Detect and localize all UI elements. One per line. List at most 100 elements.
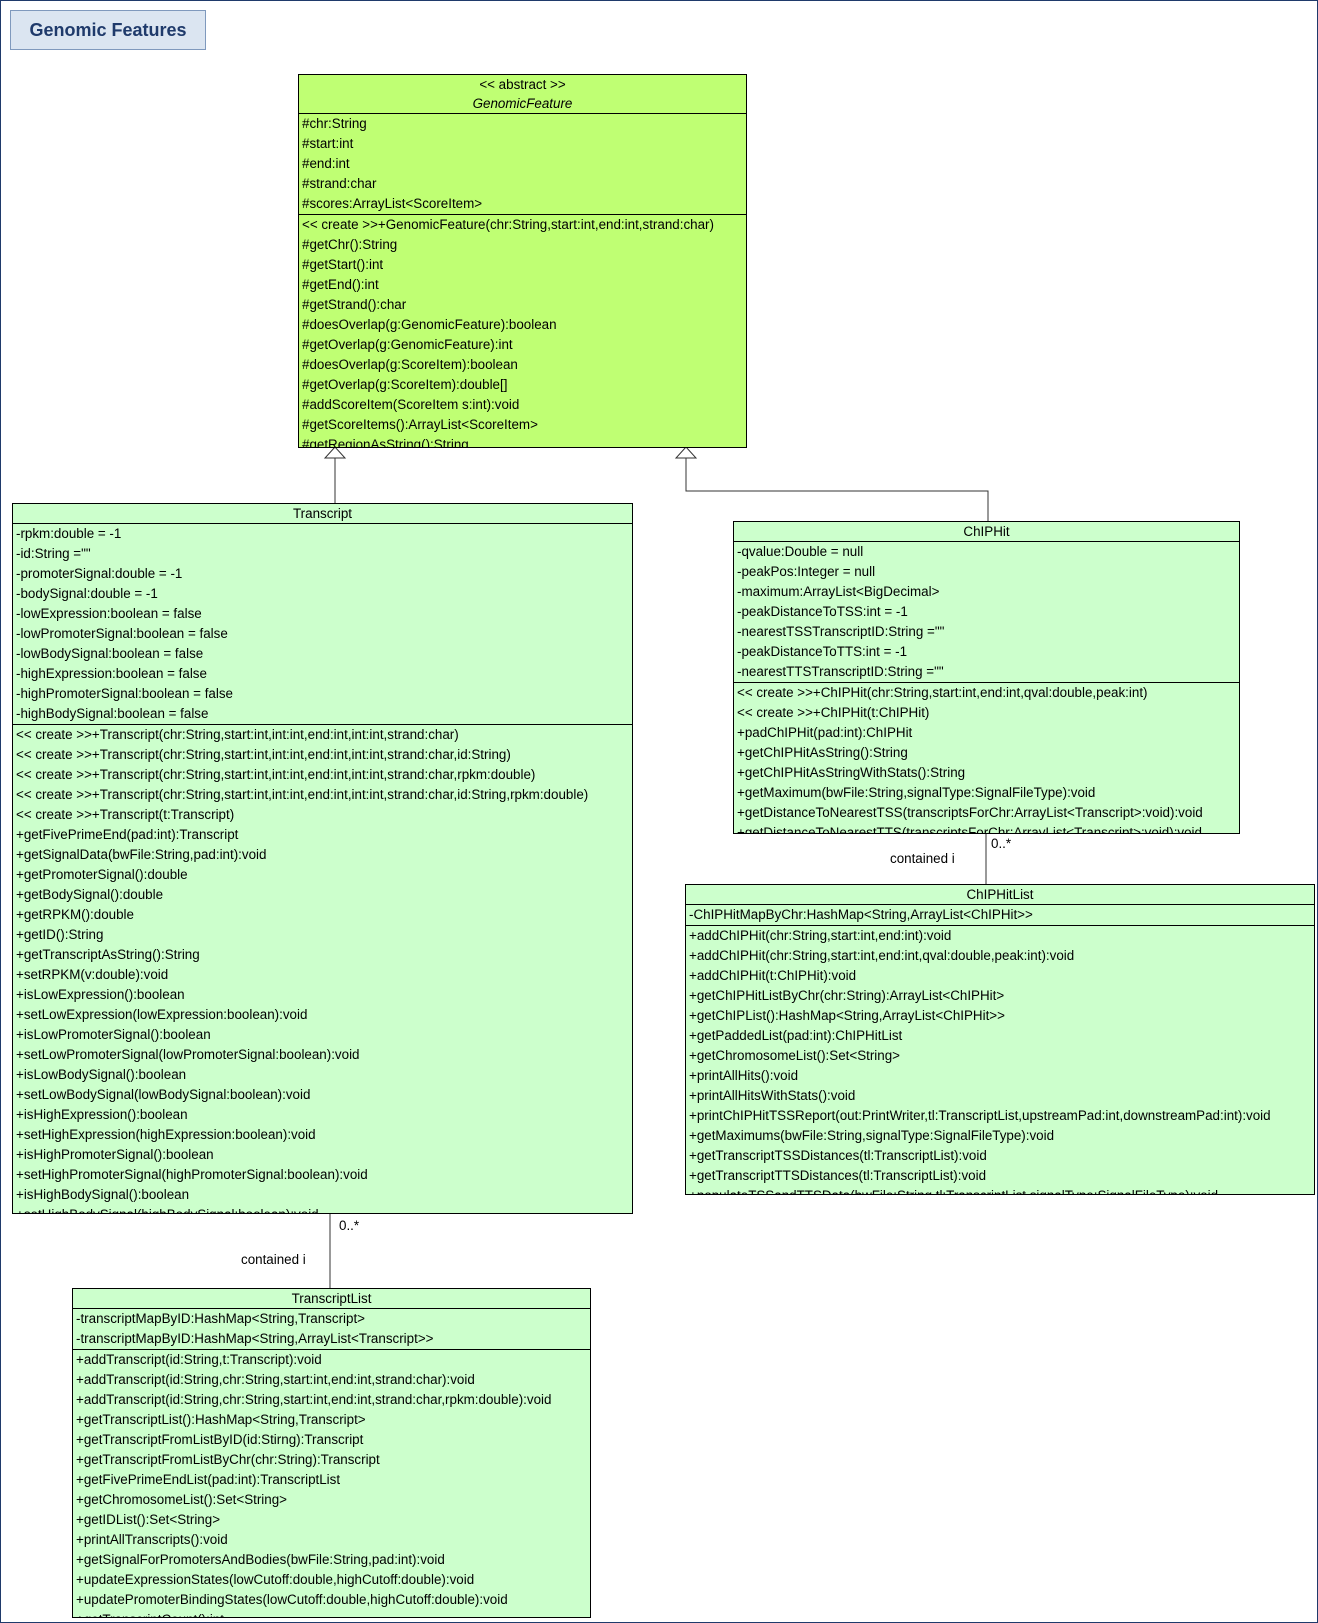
class-name: TranscriptList xyxy=(291,1291,372,1306)
transcript-multiplicity-label: 0..* xyxy=(339,1218,360,1233)
operation-row: +isLowPromoterSignal():boolean xyxy=(16,1027,211,1042)
class-chiphit-list[interactable]: ChIPHitList -ChIPHitMapByChr:HashMap<Str… xyxy=(685,884,1315,1195)
attribute-row: -ChIPHitMapByChr:HashMap<String,ArrayLis… xyxy=(689,907,1033,922)
operation-row: +addTranscript(id:String,chr:String,star… xyxy=(76,1392,552,1407)
attribute-row: -highPromoterSignal:boolean = false xyxy=(16,686,233,701)
operation-row: << create >>+Transcript(t:Transcript) xyxy=(16,807,235,822)
attribute-row: -transcriptMapByID:HashMap<String,Transc… xyxy=(76,1311,365,1326)
operation-row: +getRPKM():double xyxy=(16,907,134,922)
attribute-row: #end:int xyxy=(302,156,350,171)
operation-row: +getDistanceToNearestTSS(transcriptsForC… xyxy=(737,805,1203,820)
operation-row: +setLowExpression(lowExpression:boolean)… xyxy=(16,1007,308,1022)
operation-compartment: << create >>+GenomicFeature(chr:String,s… xyxy=(299,214,746,448)
operation-row: #getRegionAsString():String xyxy=(302,437,469,448)
operation-row: << create >>+ChIPHit(t:ChIPHit) xyxy=(737,705,930,720)
operation-row: +getTranscriptTSSDistances(tl:Transcript… xyxy=(689,1148,987,1163)
operation-row: +addChIPHit(chr:String,start:int,end:int… xyxy=(689,948,1075,963)
operation-row: +setRPKM(v:double):void xyxy=(16,967,169,982)
operation-row: #getStrand():char xyxy=(302,297,407,312)
operation-row: +getFivePrimeEnd(pad:int):Transcript xyxy=(16,827,239,842)
operation-row: << create >>+Transcript(chr:String,start… xyxy=(16,767,536,782)
attribute-row: #strand:char xyxy=(302,176,377,191)
operation-row: +printChIPHitTSSReport(out:PrintWriter,t… xyxy=(689,1108,1271,1123)
operation-compartment: << create >>+Transcript(chr:String,start… xyxy=(13,724,632,1213)
operation-row: << create >>+ChIPHit(chr:String,start:in… xyxy=(737,685,1148,700)
operation-row: +getTranscriptFromListByChr(chr:String):… xyxy=(76,1452,380,1467)
attribute-row: -id:String ="" xyxy=(16,546,91,561)
operation-row: #getEnd():int xyxy=(302,277,379,292)
attribute-row: #chr:String xyxy=(302,116,367,131)
attribute-compartment: -ChIPHitMapByChr:HashMap<String,ArrayLis… xyxy=(686,904,1314,925)
operation-row: +isHighExpression():boolean xyxy=(16,1107,188,1122)
operation-row: +printAllHits():void xyxy=(689,1068,799,1083)
attribute-row: -lowExpression:boolean = false xyxy=(16,606,202,621)
operation-row: << create >>+Transcript(chr:String,start… xyxy=(16,747,511,762)
operation-row: +addChIPHit(t:ChIPHit):void xyxy=(689,968,857,983)
operation-row: << create >>+Transcript(chr:String,start… xyxy=(16,727,459,742)
operation-row: +populateTSSandTTSData(bwFile:String,tl:… xyxy=(689,1186,1314,1194)
operation-row: #getScoreItems():ArrayList<ScoreItem> xyxy=(302,417,538,432)
attribute-row: #scores:ArrayList<ScoreItem> xyxy=(302,196,483,211)
attribute-row: -peakPos:Integer = null xyxy=(737,564,876,579)
operation-row: +getChromosomeList():Set<String> xyxy=(76,1492,288,1507)
class-header: ChIPHitList xyxy=(686,885,1314,904)
attribute-row: -lowPromoterSignal:boolean = false xyxy=(16,626,228,641)
operation-row: +addTranscript(id:String,t:Transcript):v… xyxy=(76,1352,322,1367)
operation-row: #getOverlap(g:GenomicFeature):int xyxy=(302,337,513,352)
operation-row: +isHighPromoterSignal():boolean xyxy=(16,1147,214,1162)
chiphit-multiplicity-label: 0..* xyxy=(991,836,1012,851)
class-chiphit[interactable]: ChIPHit -qvalue:Double = null-peakPos:In… xyxy=(733,521,1240,834)
attribute-compartment: -qvalue:Double = null-peakPos:Integer = … xyxy=(734,541,1239,682)
class-header: ChIPHit xyxy=(734,522,1239,541)
class-header: TranscriptList xyxy=(73,1289,590,1308)
transcript-role-label: contained i xyxy=(241,1252,306,1267)
operation-row: +getTranscriptList():HashMap<String,Tran… xyxy=(76,1412,366,1427)
operation-row: +getSignalData(bwFile:String,pad:int):vo… xyxy=(16,847,267,862)
class-genomic-feature[interactable]: << abstract >> GenomicFeature #chr:Strin… xyxy=(298,74,747,448)
class-stereotype: << abstract >> xyxy=(479,77,566,92)
operation-row: +getIDList():Set<String> xyxy=(76,1512,221,1527)
operation-compartment: +addChIPHit(chr:String,start:int,end:int… xyxy=(686,925,1314,1194)
operation-row: +getChromosomeList():Set<String> xyxy=(689,1048,901,1063)
class-name: GenomicFeature xyxy=(472,96,573,111)
class-transcript[interactable]: Transcript -rpkm:double = -1-id:String =… xyxy=(12,503,633,1214)
operation-row: #addScoreItem(ScoreItem s:int):void xyxy=(302,397,520,412)
operation-row: +getPromoterSignal():double xyxy=(16,867,188,882)
operation-row: << create >>+Transcript(chr:String,start… xyxy=(16,787,589,802)
diagram-title: Genomic Features xyxy=(10,10,206,50)
operation-row: +getPaddedList(pad:int):ChIPHitList xyxy=(689,1028,903,1043)
generalization-chiphit-arrowhead xyxy=(674,446,698,459)
operation-row: +getSignalForPromotersAndBodies(bwFile:S… xyxy=(76,1552,445,1567)
attribute-row: -peakDistanceToTSS:int = -1 xyxy=(737,604,908,619)
operation-row: #doesOverlap(g:ScoreItem):boolean xyxy=(302,357,518,372)
operation-row: +getTranscriptCount():int xyxy=(76,1610,590,1617)
class-name: ChIPHitList xyxy=(966,887,1034,902)
operation-row: +updatePromoterBindingStates(lowCutoff:d… xyxy=(76,1592,508,1607)
class-transcript-list[interactable]: TranscriptList -transcriptMapByID:HashMa… xyxy=(72,1288,591,1618)
operation-row: +getTranscriptFromListByID(id:Stirng):Tr… xyxy=(76,1432,364,1447)
operation-row: +isLowBodySignal():boolean xyxy=(16,1067,187,1082)
generalization-chiphit-line xyxy=(685,458,989,521)
class-header: << abstract >> GenomicFeature xyxy=(299,75,746,113)
operation-row: +getChIPHitAsString():String xyxy=(737,745,908,760)
attribute-compartment: -rpkm:double = -1-id:String =""-promoter… xyxy=(13,523,632,724)
operation-row: #getChr():String xyxy=(302,237,398,252)
operation-row: +printAllHitsWithStats():void xyxy=(689,1088,856,1103)
attribute-row: -transcriptMapByID:HashMap<String,ArrayL… xyxy=(76,1331,434,1346)
operation-row: +getTranscriptAsString():String xyxy=(16,947,200,962)
operation-row: +padChIPHit(pad:int):ChIPHit xyxy=(737,725,913,740)
operation-row: +getChIPList():HashMap<String,ArrayList<… xyxy=(689,1008,1005,1023)
operation-row: +setLowBodySignal(lowBodySignal:boolean)… xyxy=(16,1087,311,1102)
attribute-row: -lowBodySignal:boolean = false xyxy=(16,646,204,661)
attribute-row: -nearestTTSTranscriptID:String ="" xyxy=(737,664,944,679)
generalization-transcript-arrowhead xyxy=(323,446,347,459)
operation-row: +setHighPromoterSignal(highPromoterSigna… xyxy=(16,1167,368,1182)
attribute-row: -highExpression:boolean = false xyxy=(16,666,207,681)
operation-row: << create >>+GenomicFeature(chr:String,s… xyxy=(302,217,714,232)
operation-row: +getFivePrimeEndList(pad:int):Transcript… xyxy=(76,1472,341,1487)
attribute-row: -highBodySignal:boolean = false xyxy=(16,706,209,721)
operation-row: +getBodySignal():double xyxy=(16,887,164,902)
attribute-compartment: -transcriptMapByID:HashMap<String,Transc… xyxy=(73,1308,590,1349)
attribute-row: -maximum:ArrayList<BigDecimal> xyxy=(737,584,940,599)
